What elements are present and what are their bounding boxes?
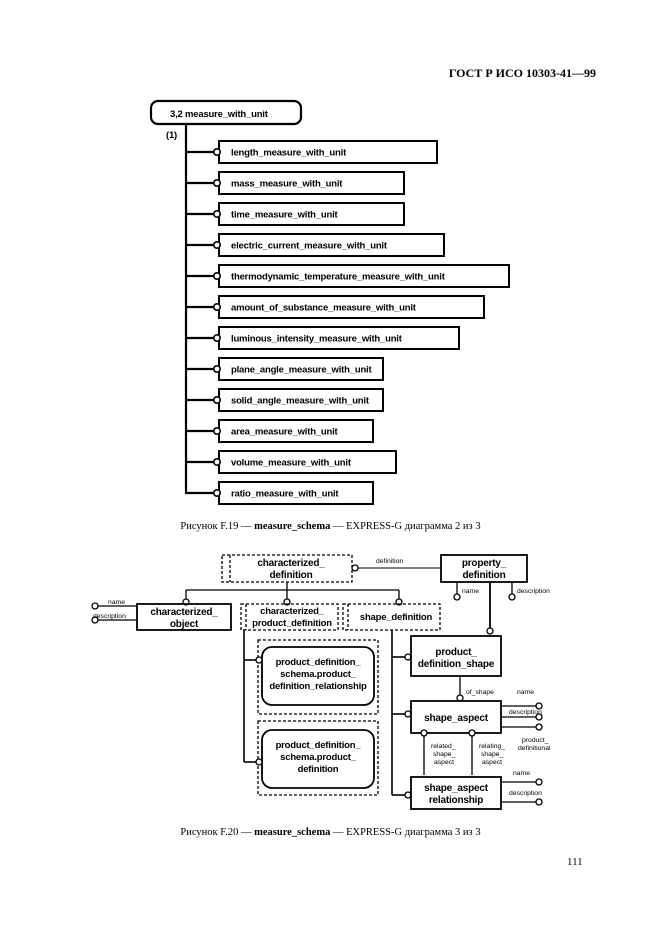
characterized-product-definition-label-1: characterized_ [260, 606, 325, 617]
root-entity-box [149, 99, 303, 126]
pd-label-2: schema.product_ [280, 752, 357, 763]
attr-sar-name-label: name [513, 770, 530, 777]
pd-relationship-label-1: product_definition_ [276, 657, 362, 668]
item-connector-circle [213, 333, 222, 342]
item-connector-circle [213, 179, 222, 188]
entity-label: thermodynamic_temperature_measure_with_u… [231, 272, 446, 283]
page-number: 111 [567, 856, 583, 868]
shape-aspect-label: shape_aspect [424, 713, 489, 724]
pd-label-1: product_definition_ [276, 740, 362, 751]
characterized-definition-label-2: definition [270, 570, 313, 581]
entity-label: solid_angle_measure_with_unit [231, 396, 370, 407]
figure-f19-caption: Рисунок F.19 — measure_schema — EXPRESS-… [180, 521, 481, 532]
pd-relationship-label-2: schema.product_ [280, 669, 357, 680]
attr-co-name-label: name [108, 599, 125, 606]
attr-product-definitional-label-1: product_ [522, 737, 549, 744]
entity-label: plane_angle_measure_with_unit [231, 365, 372, 376]
entity-label: electric_current_measure_with_unit [231, 241, 388, 252]
page-header: ГОСТ Р ИСО 10303-41—99 [448, 66, 596, 80]
attr-related-label-3: aspect [434, 759, 454, 766]
attr-pd-description-label: description [517, 588, 550, 595]
property-definition-label-1: property_ [462, 558, 507, 569]
characterized-product-definition-box [240, 603, 339, 631]
attr-relating-label-3: aspect [482, 759, 502, 766]
attr-co-description-label: description [93, 613, 126, 620]
pd-box [261, 729, 375, 789]
property-definition-box [440, 554, 528, 583]
attr-product-definitional-label-2: definitional [518, 745, 551, 752]
pd-relationship-label-3: definition_relationship [269, 681, 367, 692]
shape-aspect-relationship-box [410, 776, 502, 810]
entity-label: mass_measure_with_unit [231, 179, 343, 190]
product-definition-shape-label-1: product_ [435, 647, 477, 658]
item-connector-circle [213, 148, 222, 157]
entity-label: luminous_intensity_measure_with_unit [231, 334, 403, 345]
pd-label-3: definition [298, 764, 339, 775]
item-connector-circle [213, 457, 222, 466]
item-connector-circle [213, 364, 222, 373]
characterized-object-label-1: characterized_ [150, 607, 218, 618]
characterized-definition-label-1: characterized_ [257, 558, 325, 569]
shape-definition-label: shape_definition [360, 612, 433, 623]
entity-label: length_measure_with_unit [231, 148, 347, 159]
root-entity-label: 3,2 measure_with_unit [170, 109, 269, 120]
attr-pd-name-label: name [462, 588, 479, 595]
branch-marker: (1) [166, 130, 177, 141]
entity-label: time_measure_with_unit [231, 210, 339, 221]
pd-relationship-box [261, 646, 375, 706]
figure-f20-diagram: characterized_ definition property_ defi… [91, 554, 551, 810]
shape-aspect-relationship-label-2: relationship [429, 795, 483, 806]
attr-sa-name-label: name [517, 689, 534, 696]
entity-label: area_measure_with_unit [231, 427, 339, 438]
attr-related-label-1: related_ [431, 743, 456, 750]
attr-related-label-2: shape_ [433, 751, 456, 758]
item-connector-circle [213, 488, 222, 497]
figure-f20-caption: Рисунок F.20 — measure_schema — EXPRESS-… [180, 827, 481, 838]
characterized-object-box [136, 603, 232, 631]
item-connector-circle [213, 302, 222, 311]
attr-of-shape-label: of_shape [466, 689, 494, 696]
attr-relating-label-2: shape_ [481, 751, 504, 758]
entity-label: volume_measure_with_unit [231, 458, 352, 469]
figure-f19-diagram: 3,2 measure_with_unit (1) length_measure… [149, 99, 510, 505]
attr-sar-description-label: description [509, 790, 542, 797]
product-definition-shape-box [410, 635, 502, 677]
item-connector-circle [213, 271, 222, 280]
characterized-product-definition-label-2: product_definition [252, 618, 332, 629]
characterized-object-label-2: object [170, 619, 199, 630]
attr-sa-description-label: description [509, 709, 542, 716]
shape-aspect-relationship-label-1: shape_aspect [424, 783, 489, 794]
entity-label: ratio_measure_with_unit [231, 489, 339, 500]
item-connector-circle [213, 241, 222, 250]
product-definition-shape-label-2: definition_shape [418, 659, 495, 670]
attr-relating-label-1: relating_ [479, 743, 505, 750]
attr-definition-label: definition [376, 558, 403, 565]
entity-label: amount_of_substance_measure_with_unit [231, 303, 417, 314]
item-connector-circle [213, 395, 222, 404]
item-connector-circle [213, 210, 222, 219]
property-definition-label-2: definition [463, 570, 506, 581]
item-connector-circle [213, 426, 222, 435]
